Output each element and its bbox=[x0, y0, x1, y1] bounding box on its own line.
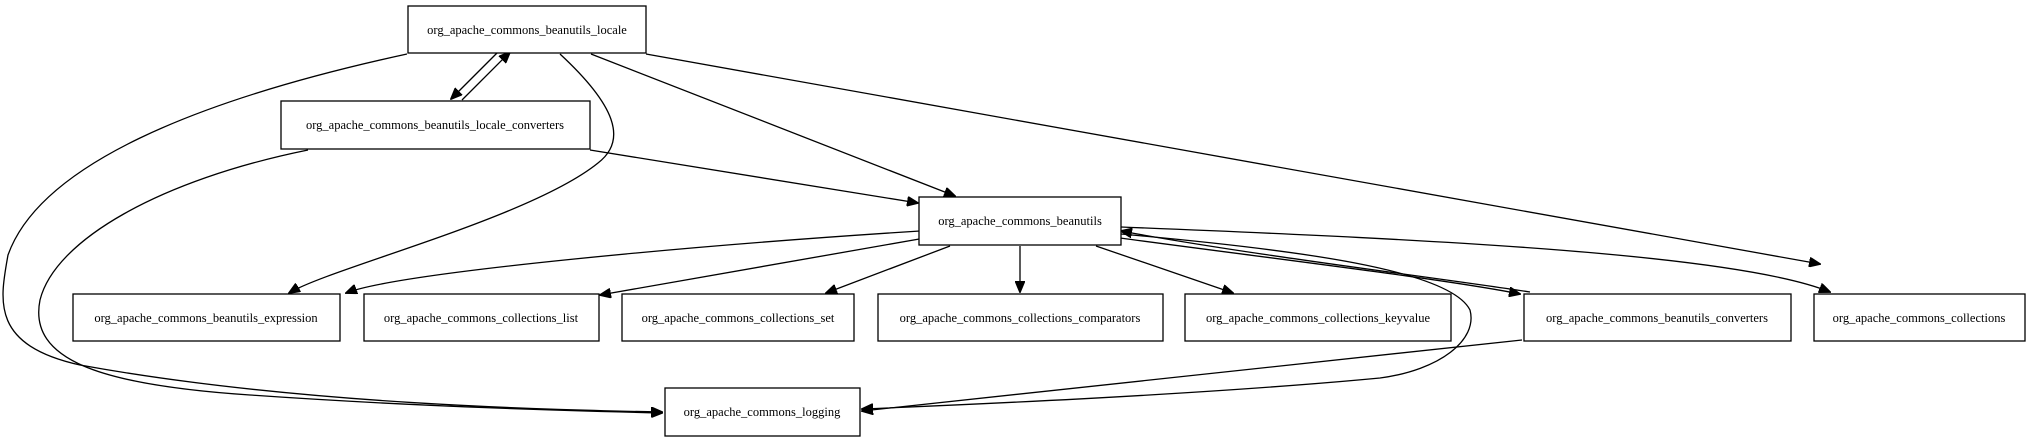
edges bbox=[2, 52, 1830, 413]
node-label: org_apache_commons_logging bbox=[684, 405, 841, 419]
edge-beanutils-to-logging bbox=[862, 233, 1472, 409]
edge-beanutils-to-collections bbox=[1120, 226, 1830, 292]
edge-beanutils-to-expression bbox=[346, 230, 921, 293]
edge-locale-to-expression bbox=[289, 53, 615, 293]
node-converters[interactable]: org_apache_commons_beanutils_converters bbox=[1523, 293, 1792, 342]
edge-converters-to-logging bbox=[862, 339, 1523, 411]
node-locale[interactable]: org_apache_commons_beanutils_locale bbox=[407, 5, 647, 54]
node-label: org_apache_commons_beanutils_converters bbox=[1546, 311, 1768, 325]
node-label: org_apache_commons_collections_list bbox=[384, 311, 579, 325]
node-collections[interactable]: org_apache_commons_collections bbox=[1813, 293, 2026, 342]
node-beanutils[interactable]: org_apache_commons_beanutils bbox=[918, 196, 1122, 246]
node-label: org_apache_commons_collections bbox=[1833, 311, 2006, 325]
node-label: org_apache_commons_collections_keyvalue bbox=[1206, 311, 1430, 325]
node-label: org_apache_commons_collections_comparato… bbox=[900, 311, 1141, 325]
edge-locale-to-collections bbox=[645, 53, 1820, 264]
node-set[interactable]: org_apache_commons_collections_set bbox=[621, 293, 855, 342]
node-expression[interactable]: org_apache_commons_beanutils_expression bbox=[72, 293, 341, 342]
edge-beanutils-to-converters bbox=[1119, 237, 1520, 294]
node-label: org_apache_commons_beanutils_locale_conv… bbox=[306, 118, 564, 132]
edge-locale-to-logging bbox=[2, 53, 662, 412]
node-comparators[interactable]: org_apache_commons_collections_comparato… bbox=[877, 293, 1164, 342]
edge-locale-to-locale-converters bbox=[451, 52, 498, 99]
node-label: org_apache_commons_beanutils_locale bbox=[427, 23, 627, 37]
edge-locale-converters-to-locale bbox=[461, 52, 510, 101]
edge-locale-converters-to-logging bbox=[38, 149, 662, 413]
edge-beanutils-to-keyvalue bbox=[1095, 245, 1233, 293]
edge-converters-to-beanutils bbox=[1121, 231, 1531, 293]
node-label: org_apache_commons_beanutils_expression bbox=[94, 311, 318, 325]
edge-locale-to-beanutils bbox=[590, 53, 955, 196]
node-label: org_apache_commons_collections_set bbox=[642, 311, 835, 325]
nodes: org_apache_commons_beanutils_locale org_… bbox=[72, 5, 2026, 437]
edge-locale-converters-to-beanutils bbox=[589, 149, 918, 203]
node-logging[interactable]: org_apache_commons_logging bbox=[664, 387, 861, 437]
node-list[interactable]: org_apache_commons_collections_list bbox=[363, 293, 600, 342]
edge-beanutils-to-list bbox=[600, 237, 926, 295]
node-label: org_apache_commons_beanutils bbox=[938, 214, 1102, 228]
edge-beanutils-to-set bbox=[826, 245, 951, 293]
node-locale-converters[interactable]: org_apache_commons_beanutils_locale_conv… bbox=[280, 100, 591, 150]
node-keyvalue[interactable]: org_apache_commons_collections_keyvalue bbox=[1184, 293, 1452, 342]
